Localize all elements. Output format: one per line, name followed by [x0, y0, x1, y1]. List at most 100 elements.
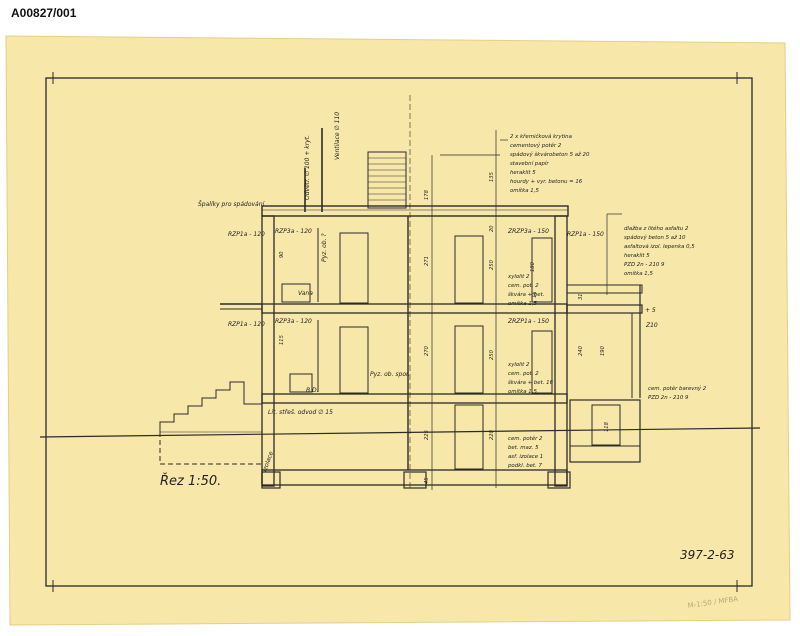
svg-text:spádový beton 5 až 10: spádový beton 5 až 10 [624, 234, 686, 241]
door-upper-left [339, 232, 369, 304]
window-right-lower [531, 330, 553, 394]
svg-text:cementový potěr 2: cementový potěr 2 [510, 142, 562, 149]
window-basement-right [591, 404, 621, 446]
door-lower-left [339, 326, 369, 394]
svg-text:asf. izolace 1: asf. izolace 1 [508, 454, 543, 460]
svg-text:135: 135 [489, 171, 495, 182]
level-left-upper: RZP1a - 120 [228, 231, 265, 238]
level-left-upper-2: RZP3a - 120 [275, 228, 312, 235]
svg-text:178: 178 [424, 189, 430, 200]
svg-text:250: 250 [489, 349, 495, 360]
level-right: + 5 [645, 307, 656, 314]
note-floor-lower: xylolit 2 cem. pot. 2 škvára + bet. 16 o… [507, 362, 554, 395]
svg-text:podkl. bet. 7: podkl. bet. 7 [507, 463, 542, 469]
svg-text:spádový škvárobeton 5 až 20: spádový škvárobeton 5 až 20 [510, 151, 590, 158]
svg-text:omítka 1,5: omítka 1,5 [510, 187, 539, 194]
level-mid-upper-2: RZP1a - 150 [567, 231, 604, 238]
paper [5, 35, 791, 626]
footing-left [261, 471, 281, 489]
chimney-hatch [368, 157, 406, 201]
svg-text:2 x křemičková krytina: 2 x křemičková krytina [510, 133, 572, 140]
label-bd: B.D. [306, 387, 319, 394]
door-basement [454, 404, 484, 470]
svg-text:PZD 2n - 210 9: PZD 2n - 210 9 [648, 395, 689, 401]
svg-text:115: 115 [279, 334, 285, 345]
svg-text:16: 16 [532, 291, 538, 298]
right-wall [554, 215, 568, 487]
svg-text:220: 220 [489, 429, 495, 440]
dashed-foundation [159, 432, 262, 465]
svg-text:hourdy + vyr. betonu = 16: hourdy + vyr. betonu = 16 [510, 179, 583, 185]
footing-right [547, 471, 571, 489]
svg-text:180: 180 [530, 261, 536, 272]
bathtub [281, 283, 311, 303]
svg-text:240: 240 [578, 345, 584, 356]
label-ventilace: Ventilace ∅ 110 [334, 112, 341, 160]
svg-text:omítka 1,5: omítka 1,5 [624, 270, 653, 277]
level-right-lower: Z10 [645, 322, 658, 329]
note-ground: cem. potěr 2 bet. maz. 5 asf. izolace 1 … [507, 435, 543, 469]
level-mid-lower: ZRZP1a - 150 [507, 318, 549, 325]
roof-slab [261, 205, 569, 217]
outside-stairs [159, 381, 262, 432]
svg-text:45: 45 [424, 477, 430, 484]
svg-text:225: 225 [424, 429, 430, 440]
svg-text:271: 271 [424, 256, 430, 266]
right-terrace-rail [566, 284, 643, 294]
washbasin [289, 373, 313, 393]
level-mid-upper: ZRZP3a - 150 [507, 228, 549, 235]
svg-text:heraklit 5: heraklit 5 [510, 170, 536, 176]
svg-text:118: 118 [604, 421, 610, 432]
svg-text:heraklit 5: heraklit 5 [624, 253, 650, 259]
label-pyz-top: Pyz. ob. ? [321, 233, 328, 262]
svg-text:omítka 1,5: omítka 1,5 [508, 300, 537, 307]
chimney [367, 151, 407, 209]
dimension-numbers: 178 135 271 250 20 270 250 225 45 220 18… [279, 171, 610, 484]
drawing-number: 397-2-63 [680, 548, 734, 562]
svg-text:190: 190 [600, 345, 606, 356]
svg-text:31: 31 [578, 293, 584, 300]
drawing-title: Řez 1:50. [160, 473, 221, 489]
document-id: A00827/001 [11, 6, 77, 20]
svg-text:PZD 2n - 210 9: PZD 2n - 210 9 [624, 262, 665, 268]
label-vana: Vana [298, 290, 313, 297]
window-right-upper [531, 237, 553, 303]
right-terrace-slab [566, 304, 643, 314]
svg-text:cem. potěr barevný 2: cem. potěr barevný 2 [648, 385, 707, 392]
svg-text:cem. pot. 2: cem. pot. 2 [508, 283, 539, 289]
footing-mid [403, 471, 427, 489]
label-spadovky: Špalíky pro spádování [198, 201, 266, 208]
drawing-frame [45, 77, 753, 587]
svg-text:škvára + bet.: škvára + bet. [508, 291, 544, 298]
svg-text:škvára + bet. 16: škvára + bet. 16 [508, 379, 554, 386]
svg-text:cem. potěr 2: cem. potěr 2 [508, 435, 543, 442]
label-pyz-ob: Pyz. ob. spor. [370, 371, 410, 378]
door-lower-mid [454, 325, 484, 394]
level-left-lower-2: RZP3a - 120 [275, 318, 312, 325]
svg-text:90: 90 [279, 251, 285, 258]
level-left-lower: RZP1a - 120 [228, 321, 265, 328]
building-section [39, 95, 761, 490]
svg-text:250: 250 [489, 259, 495, 270]
note-floor-upper: xylolit 2 cem. pot. 2 škvára + bet. omít… [507, 274, 544, 307]
left-wall [261, 215, 275, 487]
label-strecha: Lit. střeš. odvod ∅ 15 [268, 409, 333, 416]
door-upper-mid [454, 235, 484, 304]
svg-text:270: 270 [424, 345, 430, 356]
svg-text:stavební papír: stavební papír [510, 160, 549, 167]
svg-text:bet. maz. 5: bet. maz. 5 [508, 445, 539, 451]
note-roof: 2 x křemičková krytina cementový potěr 2… [510, 133, 590, 194]
svg-text:xylolit 2: xylolit 2 [507, 362, 530, 368]
svg-text:cem. pot. 2: cem. pot. 2 [508, 371, 539, 377]
note-terrace: dlažba z litého asfaltu 2 spádový beton … [624, 225, 695, 277]
label-odvetrani: Odvětr. ∅ 100 + kryt. [304, 135, 311, 200]
svg-text:asfaltová izol. lepenka 0,5: asfaltová izol. lepenka 0,5 [624, 243, 695, 250]
svg-text:omítka 1,5: omítka 1,5 [508, 388, 537, 395]
svg-text:dlažba z litého asfaltu 2: dlažba z litého asfaltu 2 [624, 225, 689, 232]
lower-floor-slab [261, 393, 568, 404]
svg-text:xylolit 2: xylolit 2 [507, 274, 530, 280]
drawing-labels: Špalíky pro spádování Odvětr. ∅ 100 + kr… [198, 112, 707, 484]
svg-text:20: 20 [489, 225, 495, 232]
note-cellar: cem. potěr barevný 2 PZD 2n - 210 9 [648, 385, 707, 401]
